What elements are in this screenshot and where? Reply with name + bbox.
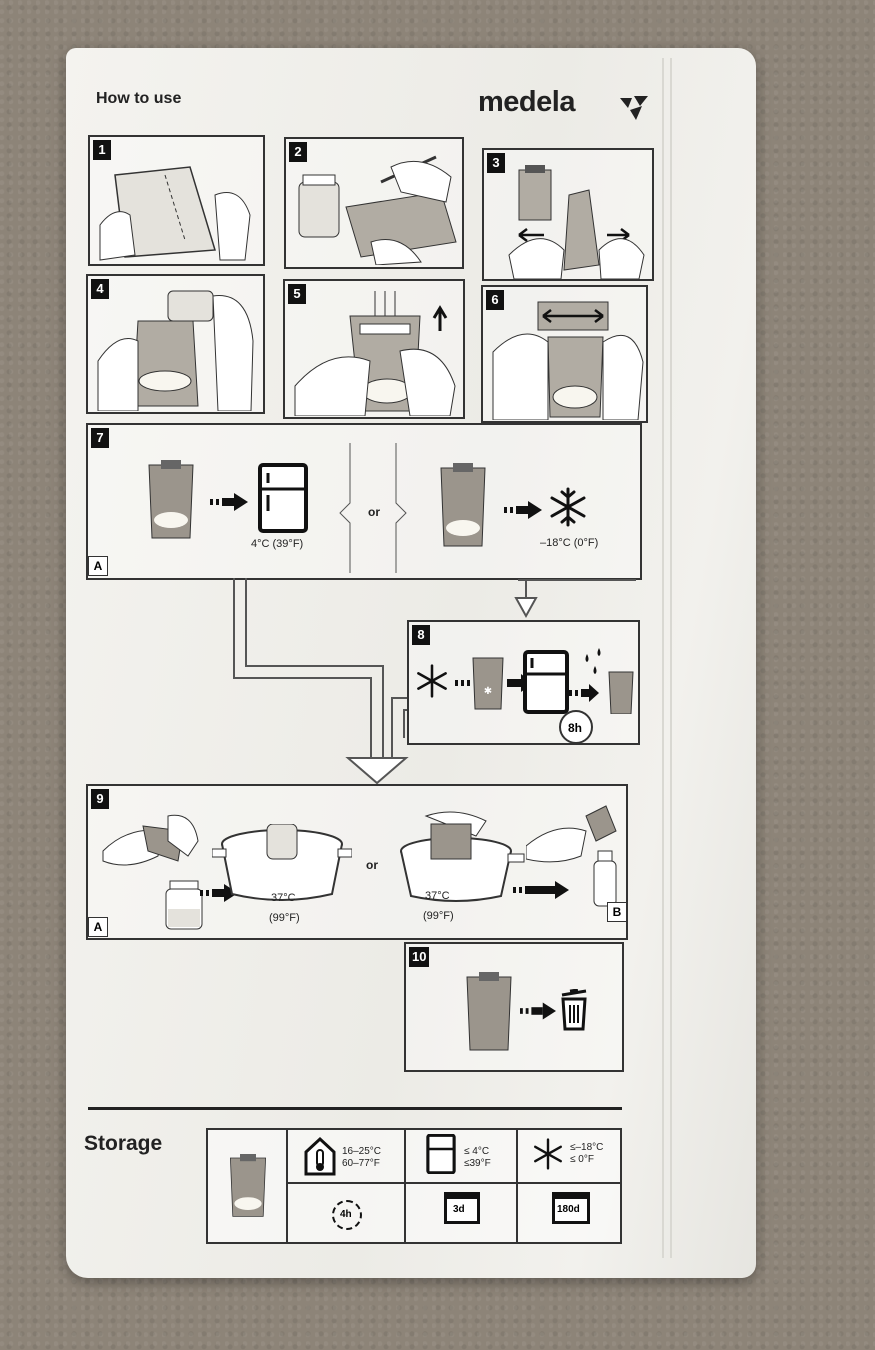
step-6-panel: 6 [481,285,648,423]
calendar-icon: 180d [552,1192,590,1224]
room-duration: 4h [340,1209,352,1220]
pour-into-bottle-illustration [102,814,203,930]
storage-divider [88,1107,622,1110]
row-separator [288,1182,620,1184]
step-number: 8 [412,625,430,645]
step-number: 4 [91,279,109,299]
pour-milk-illustration [97,290,254,411]
step-8-panel: 8 ✱ 8h [407,620,640,745]
fridge-temperature: 4°C (39°F) [251,538,304,550]
step-5-panel: 5 [283,279,465,419]
step-number: 10 [409,947,430,967]
step-10-panel: 10 [404,942,624,1072]
fridge-icon [258,463,308,533]
freezer-max-celsius: ≤–18°C [570,1142,604,1153]
step-2-panel: 2 [284,137,464,269]
pouch-icon [440,463,486,547]
pour-pouch-into-bottle-illustration [526,805,617,907]
water-temp-b-fahrenheit: (99°F) [423,910,454,922]
room-temperature-icon [304,1136,336,1176]
col-separator [516,1130,518,1242]
brand-logo-text: medela [478,86,575,118]
fridge-max-fahrenheit: ≤39°F [464,1158,491,1169]
thaw-arrow-icon [569,648,634,714]
or-label: or [368,505,380,519]
freezer-temperature: –18°C (0°F) [540,537,599,549]
fridge-max-celsius: ≤ 4°C [464,1146,490,1157]
tear-top-illustration [508,165,645,279]
option-a-label: A [88,556,108,576]
water-temp-a-fahrenheit: (99°F) [269,912,300,924]
warming-pouch-pot-illustration [400,811,525,902]
pouch-column [208,1130,288,1242]
step-number: 5 [288,284,306,304]
divider-bracket [339,443,407,573]
timer-hours: 8h [568,721,583,735]
flow-arrows [233,578,636,785]
storage-heading: Storage [84,1132,163,1155]
freezer-max-fahrenheit: ≤ 0°F [570,1154,594,1165]
seal-zip-illustration [294,291,456,416]
col-separator [404,1130,406,1242]
water-temp-b: 37°C [425,890,450,902]
write-label-illustration [298,155,457,265]
calendar-icon: 3d [444,1192,480,1224]
zipper-seal [662,58,672,1258]
step-9-panel: 9 37°C (99°F) or 37°C (99°F) [86,784,628,940]
fridge-duration: 3d [453,1204,465,1215]
room-duration-badge: 4h [332,1200,362,1230]
step-number: 3 [487,153,505,173]
step-number: 6 [486,290,504,310]
fridge-icon [426,1134,456,1174]
page-title: How to use [96,90,182,107]
snowflake-icon [550,487,586,527]
arrow-right-icon [210,493,248,511]
step-number: 7 [91,428,109,448]
empty-pouch-icon [466,972,512,1051]
fridge-icon [523,650,569,714]
frozen-pouch-icon: ✱ [455,657,533,710]
step-3-panel: 3 [482,148,654,281]
step-4-panel: 4 [86,274,265,414]
arrow-right-icon [504,501,542,519]
arrow-right-icon [513,881,569,899]
snowflake-icon [534,1138,562,1170]
option-a-label: A [88,917,108,937]
open-pouch-illustration [99,166,251,261]
water-temp-a: 37°C [271,892,296,904]
or-label: or [366,858,378,872]
step-number: 2 [289,142,307,162]
medela-logo-icon [620,96,648,120]
step-number: 1 [93,140,111,160]
trash-bin-icon [561,989,587,1031]
pouch-icon [148,460,194,539]
step-1-panel: 1 [88,135,265,266]
arrow-right-icon [520,1002,556,1020]
storage-table: 16–25°C 60–77°F ≤ 4°C ≤39°F ≤–18°C ≤ 0°F… [206,1128,622,1244]
snowflake-icon [417,664,447,698]
freezer-duration: 180d [557,1204,580,1215]
room-temp-fahrenheit: 60–77°F [342,1158,380,1169]
step-number: 9 [91,789,109,809]
timer-badge: 8h [559,710,593,744]
option-b-label: B [607,902,627,922]
step-7-panel: 7 4°C (39°F) or –18°C (0°F) [86,423,642,580]
warming-pot-illustration [212,824,352,901]
press-air-illustration [492,301,644,420]
room-temp-celsius: 16–25°C [342,1146,382,1157]
svg-text:✱: ✱ [484,686,492,697]
pouch-icon [229,1154,267,1217]
